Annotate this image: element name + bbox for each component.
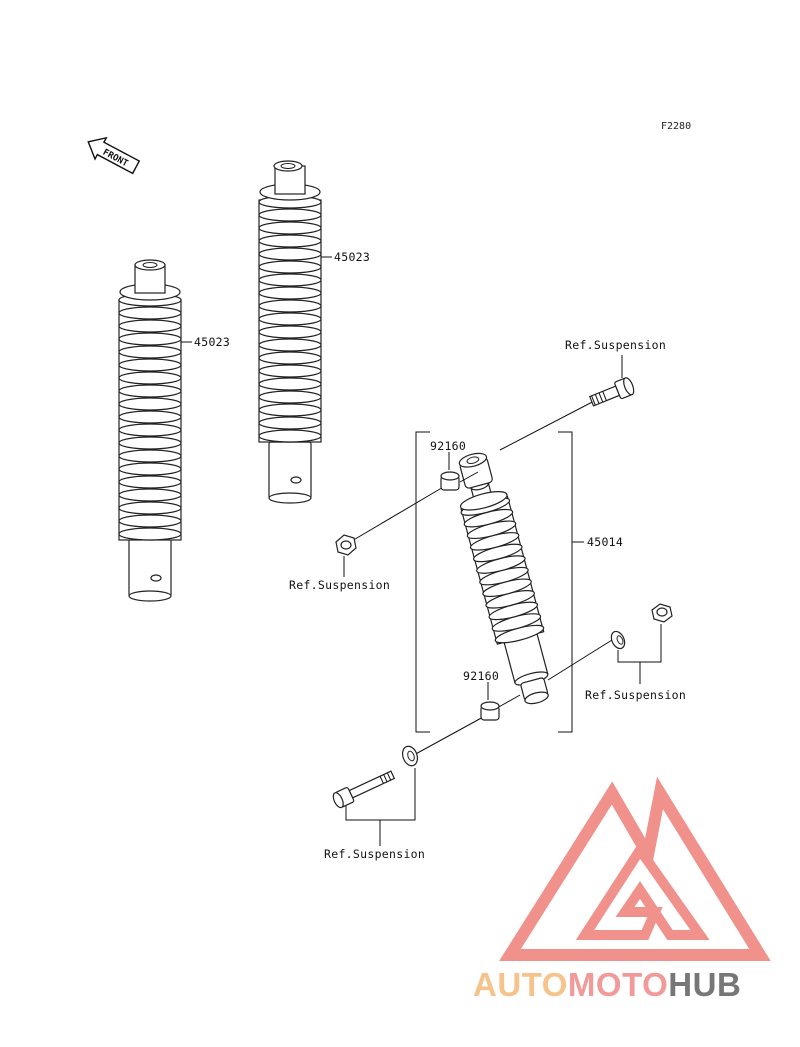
spring-coil [118, 436, 182, 450]
ref-upper-nut: Ref.Suspension [289, 578, 390, 592]
spring-coil [258, 234, 322, 248]
lower-bolt-icon [332, 770, 396, 809]
spring-coil [118, 319, 182, 333]
spring-coil [258, 312, 322, 326]
spring-coil [258, 325, 322, 339]
bushing-lower-92160 [480, 701, 500, 721]
part-number-shock-assembly: 45014 [587, 535, 623, 549]
spring-coil [258, 208, 322, 222]
spring-coil [118, 371, 182, 385]
spring-coil [118, 488, 182, 502]
spring-coil [118, 501, 182, 515]
mid-spring-45023 [258, 160, 322, 504]
spring-coil [118, 384, 182, 398]
spring-coil [118, 475, 182, 489]
spring-coil [118, 514, 182, 528]
spring-coil [258, 338, 322, 352]
spring-coil [258, 221, 322, 235]
spring-coil [258, 286, 322, 300]
spring-coil [118, 358, 182, 372]
automotohub-logo-icon [499, 776, 771, 961]
diagram-code: F2280 [661, 121, 691, 132]
spring-coil [258, 390, 322, 404]
left-spring-45023 [118, 259, 182, 602]
ref-lower-right: Ref.Suspension [585, 688, 686, 702]
shock-absorber-45014 [458, 452, 549, 705]
spring-coil [258, 364, 322, 378]
top-bolt-icon [588, 377, 635, 407]
nut-lower-right-icon [651, 603, 673, 623]
spring-coil [258, 351, 322, 365]
part-number-bushing-upper: 92160 [430, 439, 466, 453]
spring-coil [118, 423, 182, 437]
spring-coil [118, 527, 182, 541]
front-arrow-icon: FRONT [87, 136, 141, 175]
spring-coil [118, 449, 182, 463]
watermark-text: AUTOMOTOHUB [473, 966, 741, 1003]
spring-coil [258, 247, 322, 261]
spring-coil [118, 397, 182, 411]
spring-coil [118, 462, 182, 476]
spring-coil [258, 429, 322, 443]
part-number-bushing-lower: 92160 [463, 669, 499, 683]
spring-coil [258, 299, 322, 313]
part-number-left-spring: 45023 [194, 335, 230, 349]
washer-lower-icon [401, 745, 419, 767]
bushing-upper-92160 [440, 471, 460, 491]
spring-coil [118, 345, 182, 359]
part-number-mid-spring: 45023 [334, 250, 370, 264]
washer-lower-right-icon [610, 630, 626, 650]
spring-coil [118, 410, 182, 424]
spring-coil [118, 306, 182, 320]
ref-top-bolt: Ref.Suspension [565, 338, 666, 352]
spring-coil [258, 377, 322, 391]
spring-coil [258, 273, 322, 287]
ref-lower-bolt: Ref.Suspension [324, 847, 425, 861]
nut-upper-icon [335, 534, 357, 556]
spring-coil [258, 260, 322, 274]
spring-coil [258, 416, 322, 430]
spring-coil [118, 332, 182, 346]
spring-coil [258, 403, 322, 417]
